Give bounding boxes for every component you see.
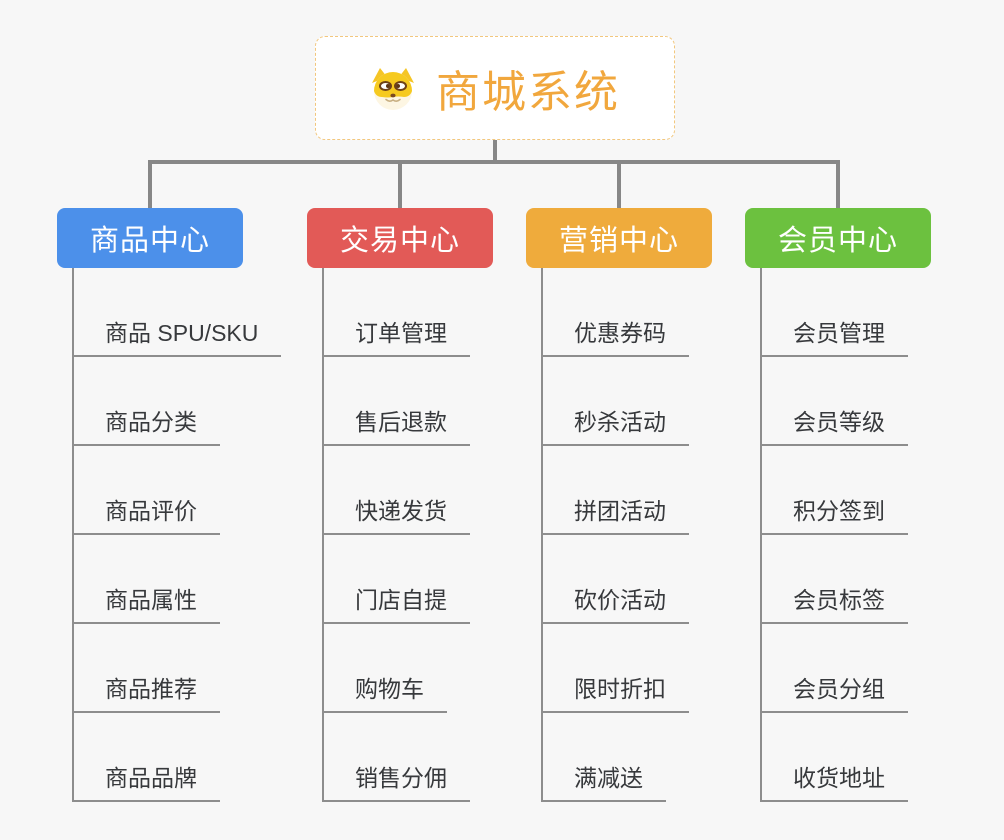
leaf-node[interactable]: 限时折扣	[543, 624, 689, 713]
leaf-node[interactable]: 销售分佣	[324, 713, 470, 802]
branch-children-trade: 订单管理 售后退款 快递发货 门店自提 购物车 销售分佣	[322, 268, 470, 802]
leaf-node[interactable]: 拼团活动	[543, 446, 689, 535]
leaf-node[interactable]: 订单管理	[324, 268, 470, 357]
branch-children-member: 会员管理 会员等级 积分签到 会员标签 会员分组 收货地址	[760, 268, 908, 802]
branch-node-marketing[interactable]: 营销中心	[526, 208, 712, 268]
connector-drop-marketing	[617, 160, 621, 208]
leaf-node[interactable]: 门店自提	[324, 535, 470, 624]
leaf-node[interactable]: 商品品牌	[74, 713, 220, 802]
connector-drop-product	[148, 160, 152, 208]
leaf-node[interactable]: 会员等级	[762, 357, 908, 446]
leaf-node[interactable]: 购物车	[324, 624, 447, 713]
connector-drop-member	[836, 160, 840, 208]
root-title: 商城系统	[436, 68, 620, 117]
leaf-node[interactable]: 收货地址	[762, 713, 908, 802]
leaf-node[interactable]: 秒杀活动	[543, 357, 689, 446]
branch-children-product: 商品 SPU/SKU 商品分类 商品评价 商品属性 商品推荐 商品品牌	[72, 268, 282, 802]
leaf-node[interactable]: 商品属性	[74, 535, 220, 624]
connector-root-drop	[493, 140, 497, 164]
branch-node-trade[interactable]: 交易中心	[307, 208, 493, 268]
leaf-node[interactable]: 商品评价	[74, 446, 220, 535]
branch-children-marketing: 优惠券码 秒杀活动 拼团活动 砍价活动 限时折扣 满减送	[541, 268, 689, 802]
leaf-node[interactable]: 会员分组	[762, 624, 908, 713]
leaf-node[interactable]: 商品推荐	[74, 624, 220, 713]
connector-drop-trade	[398, 160, 402, 208]
leaf-node[interactable]: 积分签到	[762, 446, 908, 535]
root-node[interactable]: 商城系统	[315, 36, 675, 140]
leaf-node[interactable]: 商品 SPU/SKU	[74, 268, 282, 357]
branch-node-product[interactable]: 商品中心	[57, 208, 243, 268]
leaf-node[interactable]: 优惠券码	[543, 268, 689, 357]
leaf-node[interactable]: 售后退款	[324, 357, 470, 446]
branch-node-member[interactable]: 会员中心	[745, 208, 931, 268]
dog-face-icon	[370, 66, 416, 110]
leaf-node[interactable]: 会员标签	[762, 535, 908, 624]
leaf-node[interactable]: 快递发货	[324, 446, 470, 535]
leaf-node[interactable]: 商品分类	[74, 357, 220, 446]
leaf-node[interactable]: 满减送	[543, 713, 666, 802]
connector-bus	[148, 160, 840, 164]
leaf-node[interactable]: 砍价活动	[543, 535, 689, 624]
leaf-node[interactable]: 会员管理	[762, 268, 908, 357]
